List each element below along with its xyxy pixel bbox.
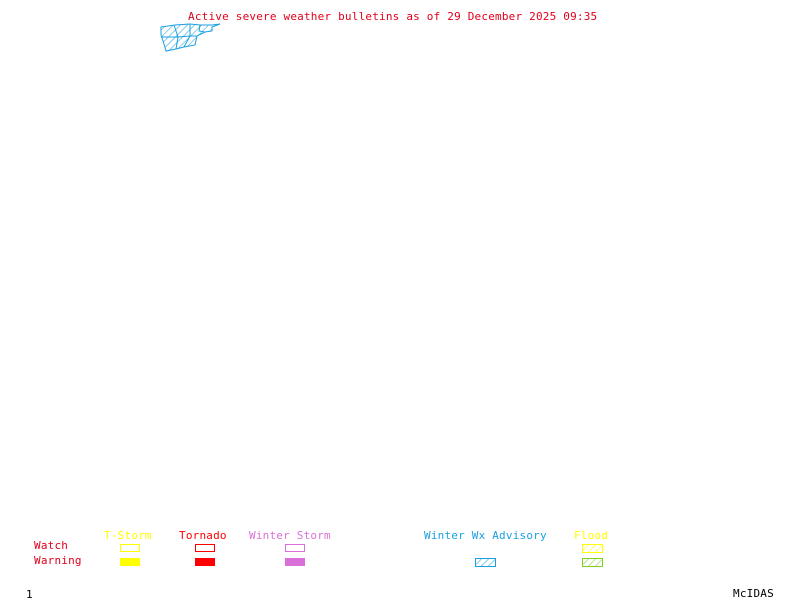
- tornado-watch-swatch: [195, 544, 215, 552]
- winter-storm-watch-swatch: [285, 544, 305, 552]
- legend-label-winter-storm: Winter Storm: [249, 529, 331, 542]
- winter-advisory-region: [160, 23, 221, 52]
- legend-row-warning: Warning: [34, 554, 82, 567]
- bulletin-title: Active severe weather bulletins as of 29…: [188, 10, 598, 23]
- winter-storm-warning-swatch: [285, 558, 305, 566]
- winter-wx-advisory-swatch: [475, 558, 496, 567]
- tstorm-watch-swatch: [120, 544, 140, 552]
- legend-label-tstorm: T-Storm: [104, 529, 152, 542]
- legend-label-tornado: Tornado: [179, 529, 227, 542]
- legend-label-winter-wx-advisory: Winter Wx Advisory: [424, 529, 547, 542]
- frame-number: 1: [26, 588, 33, 601]
- tornado-warning-swatch: [195, 558, 215, 566]
- legend-row-watch: Watch: [34, 539, 69, 552]
- tstorm-warning-swatch: [120, 558, 140, 566]
- legend-label-flood: Flood: [574, 529, 609, 542]
- flood-watch-swatch: [582, 544, 603, 553]
- mcidas-brand: McIDAS: [733, 587, 774, 600]
- flood-warning-swatch: [582, 558, 603, 567]
